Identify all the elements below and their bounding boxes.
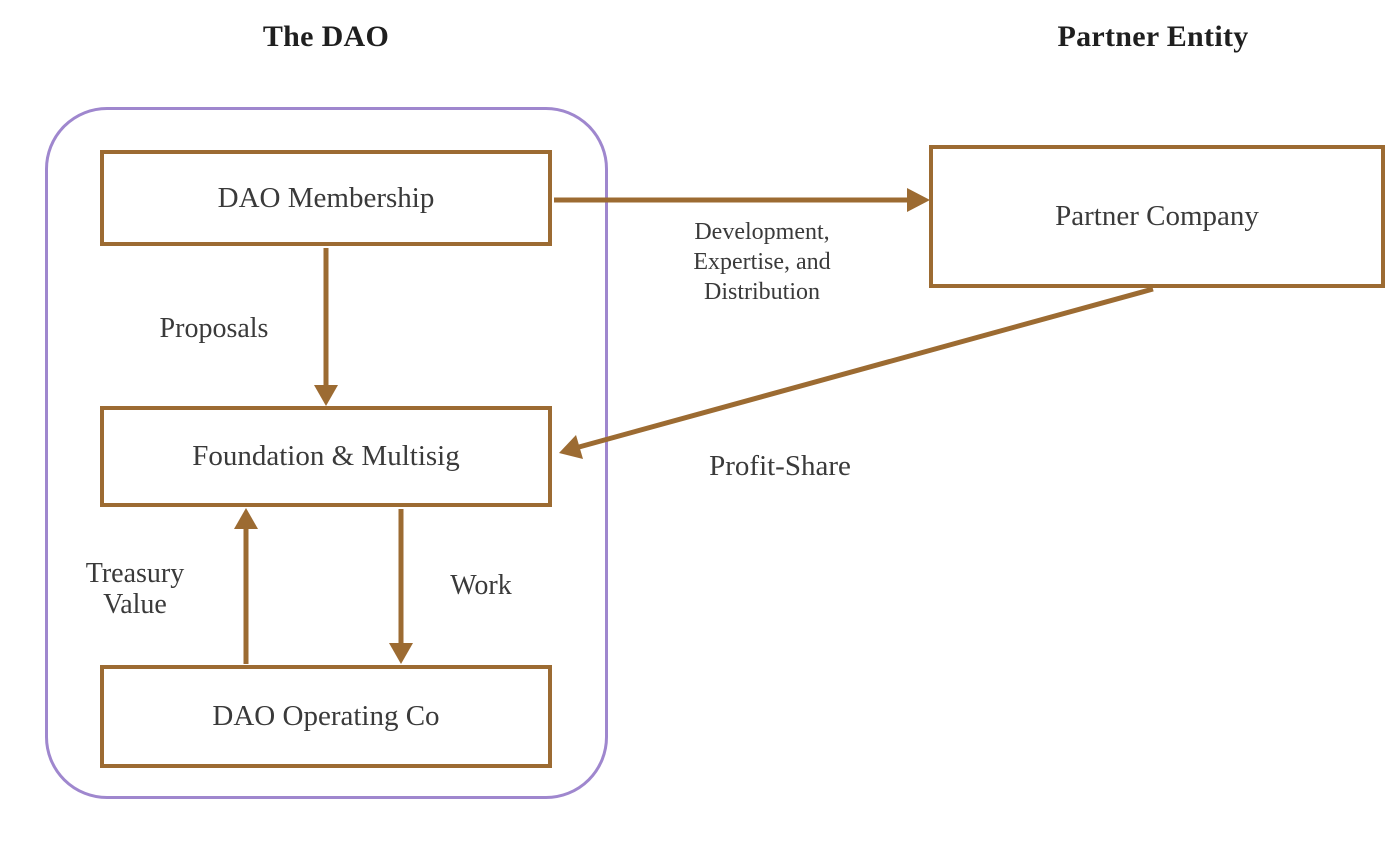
node-dao-operating-co-label: DAO Operating Co [212,700,440,732]
label-development-line-3: Distribution [703,279,820,305]
node-dao-operating-co: DAO Operating Co [100,665,552,768]
node-partner-company: Partner Company [929,145,1385,288]
node-partner-company-label: Partner Company [1055,200,1259,232]
node-foundation-multisig: Foundation & Multisig [100,406,552,507]
title-the-dao: The DAO [262,20,390,53]
label-proposals: Proposals [159,313,269,344]
arrow-profit-share [559,286,1154,459]
node-dao-membership-label: DAO Membership [217,181,435,214]
arrow-development-expertise-distribution [554,188,930,212]
label-work: Work [450,570,512,601]
label-profit-share: Profit-Share [709,450,851,482]
label-development-expertise-distribution: Development, Expertise, and Distribution [637,217,887,307]
label-development-line-1: Development, [694,219,830,245]
title-partner-entity: Partner Entity [1057,20,1249,53]
label-development-line-2: Expertise, and [693,249,831,275]
node-dao-membership: DAO Membership [100,150,552,246]
label-treasury-line-2: Value [103,589,167,620]
label-treasury-line-1: Treasury [85,558,185,589]
label-treasury-value: Treasury Value [35,558,235,620]
dao-group-outline [45,107,608,799]
node-foundation-multisig-label: Foundation & Multisig [192,440,460,472]
